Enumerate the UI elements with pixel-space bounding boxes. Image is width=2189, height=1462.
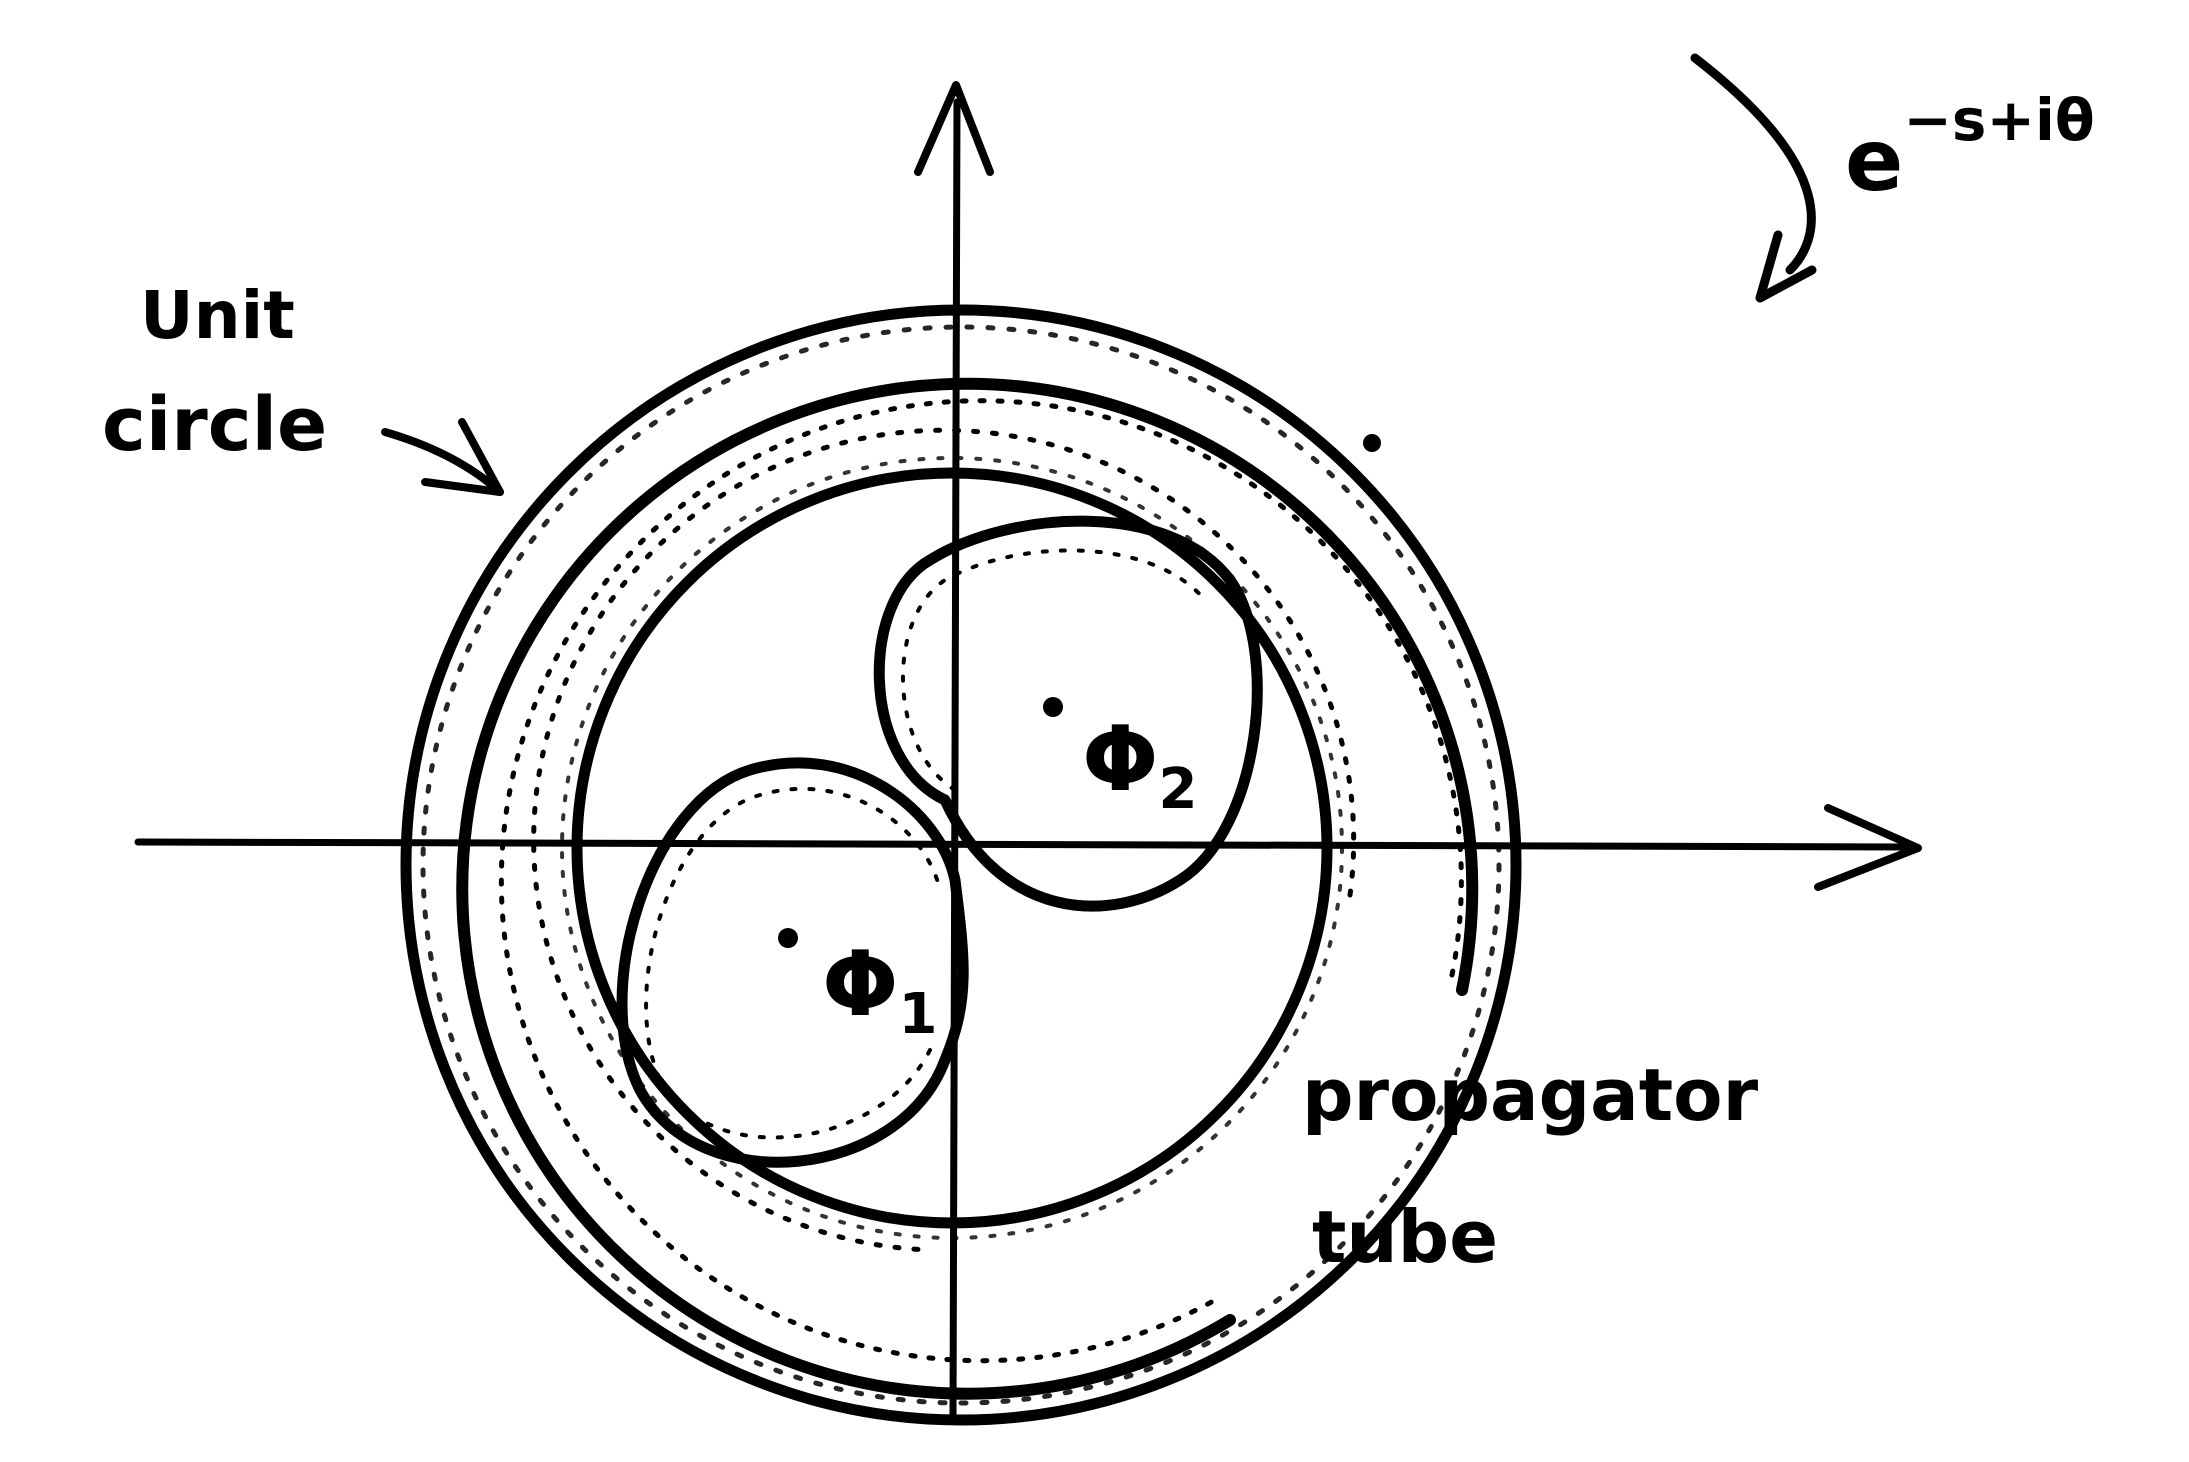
propagator-label-line1: propagator [1302, 1053, 1759, 1137]
y-axis [949, 98, 961, 1422]
rotation-arrow-icon [1690, 53, 1816, 275]
stray-dot [1363, 434, 1381, 452]
exponent-label: e−s+iθ [1845, 86, 2095, 211]
y-axis-arrow-head-icon [914, 81, 994, 176]
rotation-arrow-head-icon [1755, 230, 1817, 303]
propagator-label-line2: tube [1312, 1195, 1498, 1279]
phi2-label: Φ2 [1082, 707, 1197, 822]
unit-circle-label-line1: Unit [140, 277, 295, 354]
propagator-tube [456, 377, 1479, 1400]
x-axis [134, 838, 1919, 851]
unit-circle [400, 304, 1522, 1426]
inner-circle [560, 456, 1344, 1240]
phi2-point [1043, 697, 1063, 717]
unit-circle-label-line2: circle [102, 382, 327, 468]
x-axis-arrow-head-icon [1814, 804, 1922, 891]
phi1-label: Φ1 [822, 932, 937, 1047]
unit-circle-pointer-head-icon [421, 418, 504, 496]
unit-circle-pointer-arrow-icon [381, 428, 504, 496]
phi2-circle [873, 515, 1263, 912]
phi1-circle [616, 757, 969, 1168]
phi1-point [778, 928, 798, 948]
